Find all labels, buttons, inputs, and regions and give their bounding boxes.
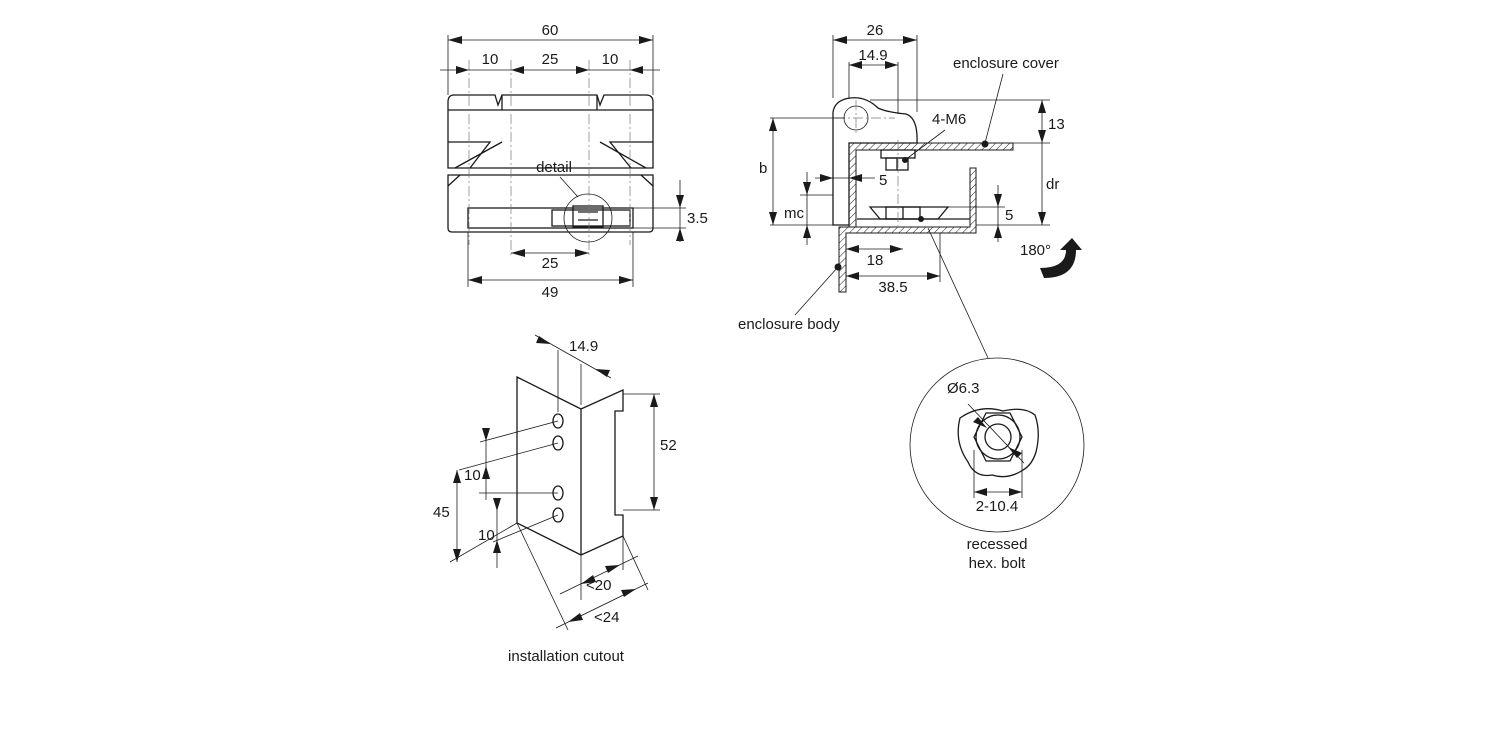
detail-view: Ø6.3 2-10.4 recessed hex. bolt [909, 357, 1085, 572]
caption-recessed: recessed [967, 536, 1028, 553]
dim-left-segment: 10 [482, 51, 499, 68]
label-enclosure-body: enclosure body [738, 316, 840, 333]
label-enclosure-cover: enclosure cover [953, 55, 1059, 72]
dim-top-height: 13 [1048, 116, 1065, 133]
cutout-panel [516, 375, 624, 556]
hinge-body [832, 97, 918, 226]
dim-side-width: 26 [867, 22, 884, 39]
recess-outline [957, 408, 1039, 478]
dim-cutout-width: 14.9 [569, 338, 598, 355]
dim-hex: 2-10.4 [976, 498, 1019, 515]
enclosure-body-section [838, 167, 977, 293]
side-view: 26 14.9 4-M6 enclosure cover 13 dr b mc … [738, 22, 1082, 359]
dim-depth-18: 18 [867, 252, 884, 269]
dim-cutout-span: 45 [433, 504, 450, 521]
dim-thread: 4-M6 [932, 111, 966, 128]
hex-bolt-icon [973, 412, 1023, 462]
caption-hex-bolt: hex. bolt [969, 555, 1027, 572]
cutout-view: 14.9 52 10 45 10 <20 <24 [433, 334, 677, 665]
dim-offset-5a: 5 [879, 172, 887, 189]
dim-depth-38-5: 38.5 [878, 279, 907, 296]
label-detail: detail [536, 159, 572, 176]
dim-recess-height: 3.5 [687, 210, 708, 227]
dim-offset-5b: 5 [1005, 207, 1013, 224]
caption-installation-cutout: installation cutout [508, 648, 625, 665]
detail-circle [909, 357, 1085, 533]
label-rotation: 180° [1020, 242, 1051, 259]
dim-right-segment: 10 [602, 51, 619, 68]
rotate-arrow-icon [1040, 238, 1082, 278]
dim-dr: dr [1046, 176, 1059, 193]
dim-side-inner-width: 14.9 [858, 47, 887, 64]
cutout-holes [552, 413, 564, 523]
dim-middle-segment: 25 [542, 51, 559, 68]
dim-lt24: <24 [594, 609, 619, 626]
enclosure-cover-section [848, 142, 1014, 228]
dim-bottom-overall: 49 [542, 284, 559, 301]
dim-cutout-height: 52 [660, 437, 677, 454]
dim-lt20: <20 [586, 577, 611, 594]
dim-overall-width: 60 [542, 22, 559, 39]
dim-pitch-b: 10 [478, 527, 495, 544]
dim-diameter: Ø6.3 [947, 380, 980, 397]
dim-mc: mc [784, 205, 804, 222]
dim-bottom-inner: 25 [542, 255, 559, 272]
dim-b: b [759, 160, 767, 177]
dim-pitch-a: 10 [464, 467, 481, 484]
front-view: 60 10 25 10 detail 3.5 25 49 [440, 22, 708, 301]
